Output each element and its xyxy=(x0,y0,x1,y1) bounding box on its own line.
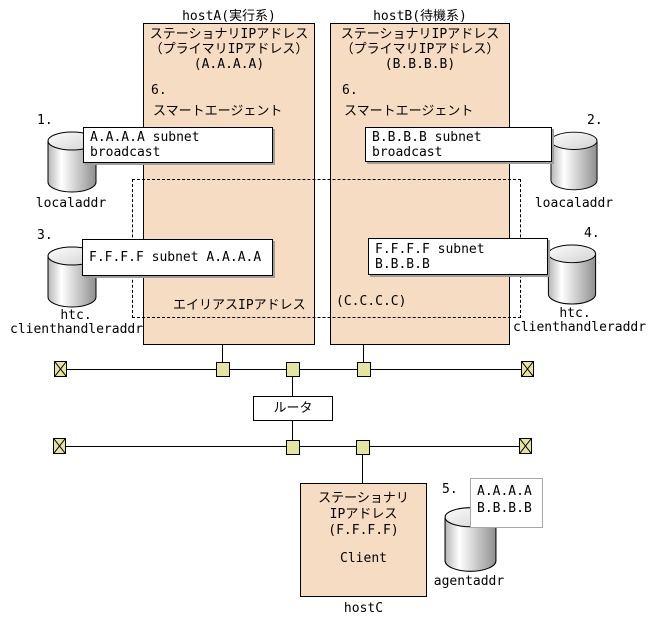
callout-agent-address-1: A.A.A.A xyxy=(477,484,532,499)
callout-subnet-broadcast-B-text: B.B.B.B subnet broadcast xyxy=(372,129,482,160)
bus2-hostC-tap-icon xyxy=(356,440,370,455)
bus1-right-terminator-icon xyxy=(521,361,534,377)
bus1-hostB-tap-icon xyxy=(357,362,371,377)
callout-agent-address-2: B.B.B.B xyxy=(477,501,532,516)
loacaladdr-label: loacaladdr xyxy=(534,196,614,211)
hostC-client-label: Client xyxy=(340,551,387,566)
callout-subnet-broadcast-A: A.A.A.A subnet broadcast xyxy=(83,127,273,163)
callout-subnet-broadcast-A-text: A.A.A.A subnet broadcast xyxy=(90,130,200,160)
bus2-left-terminator-icon xyxy=(53,438,66,454)
bus1-left-terminator-icon xyxy=(54,361,67,377)
hostC-stationary-ip-line1: ステーショナリ xyxy=(318,491,409,506)
marker-3: 3. xyxy=(37,228,53,243)
htc-left-label: htc. xyxy=(60,308,92,323)
hostB-title: hostB(待機系) xyxy=(373,9,467,24)
hostA-step-number: 6. xyxy=(151,83,167,98)
router-box: ルータ xyxy=(253,396,333,421)
htc-right-label: htc. xyxy=(559,306,591,321)
hostA-stationary-ip-block: ステーショナリIPアドレス （プライマリIPアドレス） (A.A.A.A) xyxy=(144,27,314,72)
bus2-router-tap-icon xyxy=(286,440,300,455)
bus2-right-terminator-icon xyxy=(519,438,532,454)
hostB-bus-link-line xyxy=(363,345,364,370)
hostB-stationary-ip-block: ステーショナリIPアドレス （プライマリIPアドレス） (B.B.B.B) xyxy=(331,27,509,72)
callout-subnet-broadcast-B: B.B.B.B subnet broadcast xyxy=(365,127,552,162)
callout-ffff-subnet-A: F.F.F.F subnet A.A.A.A xyxy=(82,239,273,276)
hostA-stationary-ip-line1: ステーショナリIPアドレス xyxy=(149,27,309,42)
clienthandleraddr-right-cylinder-icon xyxy=(547,244,597,305)
bus1-router-tap-icon xyxy=(286,362,300,377)
hostB-alias-ip-value: (C.C.C.C) xyxy=(336,294,407,309)
hostC-stationary-ip-line2: IPアドレス xyxy=(329,507,398,522)
hostA-alias-ip-label: エイリアスIPアドレス xyxy=(173,298,306,313)
loacaladdr-cylinder-icon xyxy=(550,131,598,191)
hostA-stationary-ip-value: (A.A.A.A) xyxy=(193,57,265,72)
bus1-router-link-line xyxy=(292,377,293,396)
localaddr-label: localaddr xyxy=(35,196,107,211)
marker-1: 1. xyxy=(37,113,53,128)
hostB-box: ステーショナリIPアドレス （プライマリIPアドレス） (B.B.B.B) 6.… xyxy=(330,23,510,345)
hostA-bus-link-line xyxy=(222,345,223,370)
callout-agent-addresses: A.A.A.A B.B.B.B xyxy=(470,478,543,528)
clienthandleraddr-right-label: clienthandleraddr xyxy=(513,320,647,335)
hostA-title: hostA(実行系) xyxy=(182,9,276,24)
hostC-spacer xyxy=(301,539,426,551)
callout-ffff-subnet-B: F.F.F.F subnet B.B.B.B xyxy=(368,238,548,275)
hostB-smart-agent-label: スマートエージェント xyxy=(344,104,474,119)
callout-ffff-subnet-B-text: F.F.F.F subnet B.B.B.B xyxy=(375,241,485,272)
hostC-box: ステーショナリ IPアドレス (F.F.F.F) Client xyxy=(300,483,427,597)
agentaddr-label: agentaddr xyxy=(433,574,505,589)
hostC-stationary-ip-value: (F.F.F.F) xyxy=(328,523,399,538)
hostA-stationary-ip-line2: （プライマリIPアドレス） xyxy=(149,42,309,57)
hostA-smart-agent-label: スマートエージェント xyxy=(153,104,283,119)
hostB-stationary-ip-line1: ステーショナリIPアドレス xyxy=(340,27,500,42)
marker-5: 5. xyxy=(442,482,458,497)
router-bus2-link-line xyxy=(292,421,293,447)
bus1-hostA-tap-icon xyxy=(216,362,230,377)
hostC-title: hostC xyxy=(343,601,384,616)
bus2-hostC-link-line xyxy=(362,455,363,483)
hostB-stationary-ip-value: (B.B.B.B) xyxy=(384,57,456,72)
callout-ffff-subnet-A-text: F.F.F.F subnet A.A.A.A xyxy=(89,250,262,265)
clienthandleraddr-left-label: clienthandleraddr xyxy=(10,322,144,337)
hostA-box: ステーショナリIPアドレス （プライマリIPアドレス） (A.A.A.A) 6.… xyxy=(143,23,315,345)
hostC-stationary-ip-block: ステーショナリ IPアドレス (F.F.F.F) Client xyxy=(301,491,426,567)
hostB-stationary-ip-line2: （プライマリIPアドレス） xyxy=(340,42,500,57)
marker-4: 4. xyxy=(584,226,600,241)
marker-2: 2. xyxy=(587,113,603,128)
hostB-step-number: 6. xyxy=(342,83,358,98)
